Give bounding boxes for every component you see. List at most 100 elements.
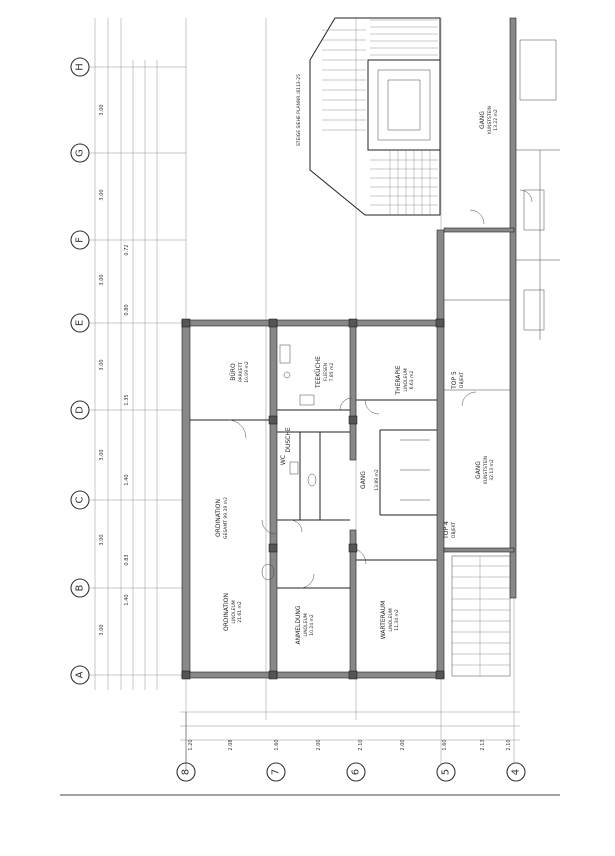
grid-column-d: D xyxy=(70,400,90,420)
dimension-label: 2.00 xyxy=(316,739,322,750)
door-swings xyxy=(227,189,533,589)
room-name: TEEKÜCHE xyxy=(315,356,322,389)
svg-text:F: F xyxy=(75,237,86,243)
room-label: DUSCHE xyxy=(285,427,292,453)
svg-text:H: H xyxy=(75,63,86,71)
room-name: WARTERAUM xyxy=(380,601,387,640)
dimension-label: 1.35 xyxy=(124,394,130,405)
svg-text:6: 6 xyxy=(351,769,362,775)
grid-column-a: A xyxy=(70,665,90,685)
dimension-label: 1.60 xyxy=(274,739,280,750)
column-post xyxy=(268,415,278,425)
column-post xyxy=(435,318,445,328)
dimension-label: 3.00 xyxy=(99,274,105,285)
svg-text:E: E xyxy=(75,320,86,326)
room-floor: KUNSTSTEIN xyxy=(487,106,493,134)
room-name: WC xyxy=(280,455,287,465)
room-floor: GESAMT 99.19 m2 xyxy=(223,497,229,539)
stair-note: STEIGE SIEHE PLANNR.:8113-25 xyxy=(296,74,302,146)
dimension-label: 1.60 xyxy=(442,739,448,750)
right-corridor xyxy=(444,39,560,391)
stairwell-hatch xyxy=(451,555,511,677)
grid-column-b: B xyxy=(70,578,90,598)
svg-text:5: 5 xyxy=(441,769,452,775)
dimension-label: 2.00 xyxy=(400,739,406,750)
dimension-label: 1.40 xyxy=(124,474,130,485)
dimension-label: 1.20 xyxy=(188,739,194,750)
room-area: 13.22 m2 xyxy=(493,109,499,131)
room-floor: LINOLEUM xyxy=(388,608,394,631)
grid-column-f: F xyxy=(70,230,90,250)
svg-text:B: B xyxy=(75,584,86,591)
svg-text:A: A xyxy=(75,671,86,678)
room-name: GANG xyxy=(475,461,482,479)
room-area: 6.63 m2 xyxy=(409,371,415,390)
column-post xyxy=(268,318,278,328)
dimension-label: 0.80 xyxy=(124,304,130,315)
room-area: 32.13 m2 xyxy=(489,459,495,481)
room-area: 10.24 m2 xyxy=(309,614,315,636)
grid-row-4: 4 xyxy=(506,762,526,782)
room-name: DUSCHE xyxy=(285,427,292,453)
svg-text:G: G xyxy=(75,149,86,157)
room-floor: LINOLEUM xyxy=(231,600,237,623)
dimension-label: 3.00 xyxy=(99,534,105,545)
dimension-label: 0.72 xyxy=(124,244,130,255)
column-post xyxy=(181,670,191,680)
room-name: ANMELDUNG xyxy=(295,605,302,644)
svg-text:8: 8 xyxy=(181,769,192,775)
dimension-label: 3.00 xyxy=(99,449,105,460)
room-area: 11.34 m2 xyxy=(394,609,400,631)
structural-columns xyxy=(181,318,445,680)
room-name: ORDINATION xyxy=(215,499,222,537)
dimension-label: 3.00 xyxy=(99,104,105,115)
dimension-label: 2.10 xyxy=(358,739,364,750)
grid-column-markers: A B C D E F G H xyxy=(70,57,186,685)
column-post xyxy=(348,670,358,680)
grid-column-g: G xyxy=(70,143,90,163)
dimension-label: 3.00 xyxy=(99,624,105,635)
room-name: TOP 4 xyxy=(443,521,450,540)
svg-text:D: D xyxy=(75,406,86,414)
column-post xyxy=(348,543,358,553)
sanitary-fixtures xyxy=(261,344,317,581)
column-post xyxy=(435,670,445,680)
dimension-label: 2.10 xyxy=(506,739,512,750)
dimension-label: 2.08 xyxy=(228,739,234,750)
bottom-dimension-lines xyxy=(180,711,520,770)
dimension-label: 1.40 xyxy=(124,594,130,605)
column-post xyxy=(181,318,191,328)
column-post xyxy=(348,318,358,328)
room-name: ORDINATION xyxy=(223,593,230,631)
grid-row-8: 8 xyxy=(176,762,196,782)
grid-column-e: E xyxy=(70,313,90,333)
grid-row-6: 6 xyxy=(346,762,366,782)
svg-text:C: C xyxy=(75,496,86,503)
room-floor: OBJEKT xyxy=(451,522,457,538)
room-area: 7.85 m2 xyxy=(329,363,335,382)
room-floor: LINOLEUM xyxy=(303,613,309,636)
room-floor: LINOLEUM xyxy=(403,368,409,391)
grid-row-5: 5 xyxy=(436,762,456,782)
grid-column-c: C xyxy=(70,490,90,510)
room-floor: OBJEKT xyxy=(459,372,465,388)
room-name: GANG xyxy=(360,471,367,489)
outer-walls xyxy=(181,17,517,679)
column-post xyxy=(268,670,278,680)
room-floor: PARKETT xyxy=(238,362,244,382)
room-area: 21.61 m2 xyxy=(237,601,243,623)
top-dimension-lines xyxy=(94,18,515,770)
dimension-label: 2.13 xyxy=(480,739,486,750)
